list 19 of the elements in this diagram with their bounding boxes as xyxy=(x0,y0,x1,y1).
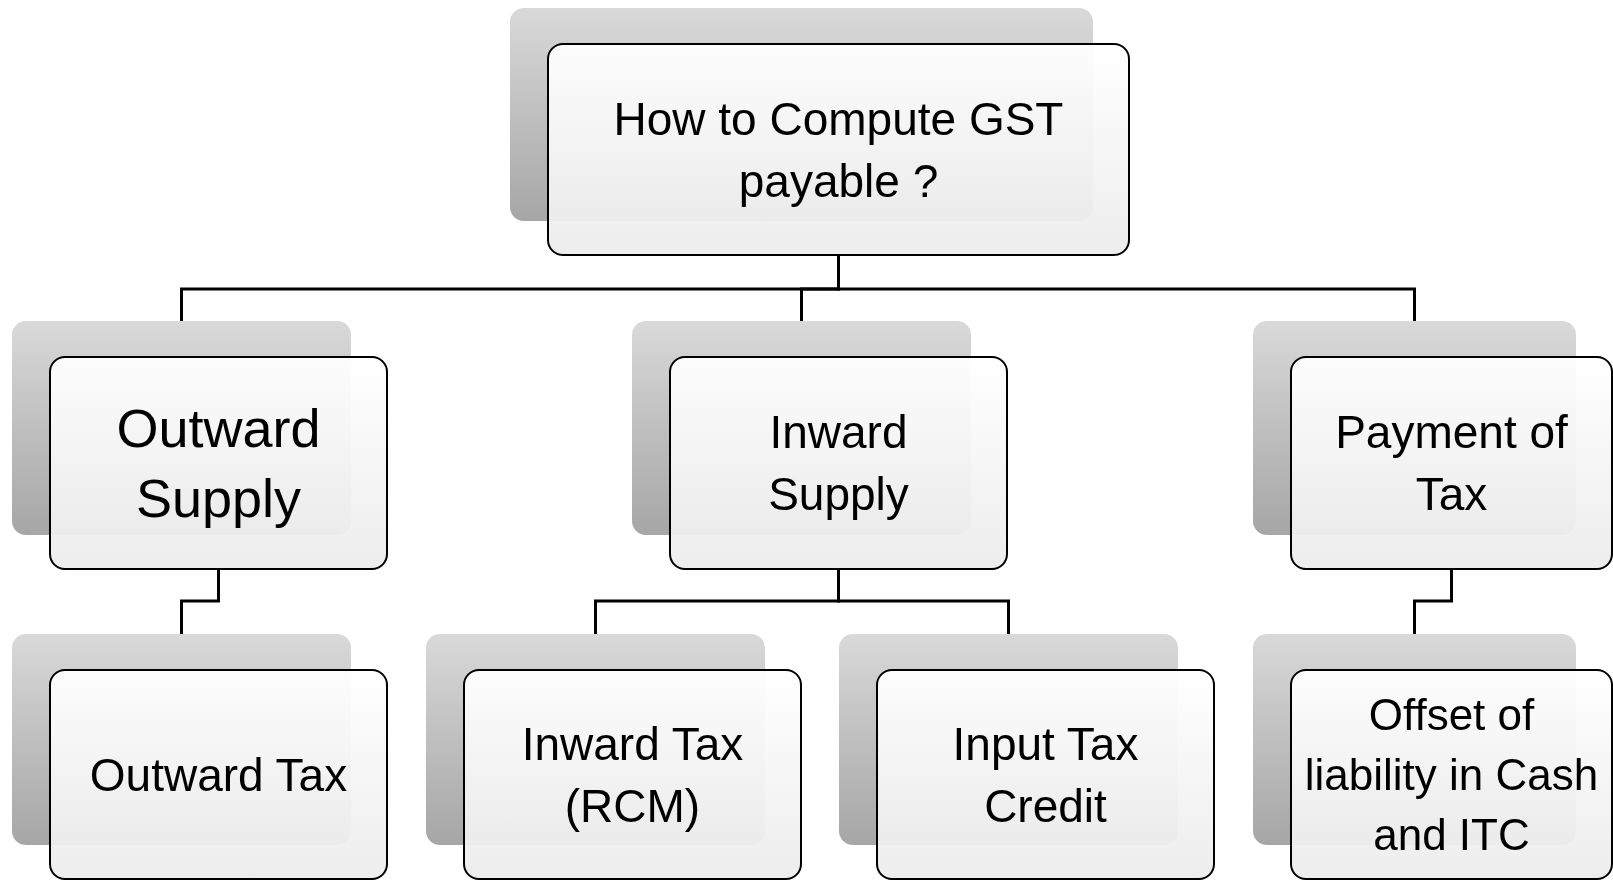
stacked-box xyxy=(632,321,1008,570)
stacked-box xyxy=(1253,321,1613,570)
box-label: Outward Supply xyxy=(115,397,322,530)
stacked-box xyxy=(1253,634,1613,880)
connector-line xyxy=(180,570,220,634)
stacked-box xyxy=(12,321,388,570)
box-label: How to Compute GST payable ? xyxy=(612,91,1065,209)
box-label: Payment of Tax xyxy=(1334,405,1569,522)
connector-line xyxy=(837,570,1010,634)
stacked-box xyxy=(426,634,802,880)
box-label: Inward Tax (RCM) xyxy=(520,716,745,834)
box-label: Outward Tax xyxy=(89,747,348,803)
stacked-box xyxy=(12,634,388,880)
stacked-box xyxy=(510,8,1130,256)
box-label: Input Tax Credit xyxy=(951,716,1140,834)
box-label: Inward Supply xyxy=(767,405,910,522)
box-label: Offset of liability in Cash and ITC xyxy=(1303,688,1600,861)
stacked-box xyxy=(839,634,1215,880)
connector-line xyxy=(1413,570,1453,634)
